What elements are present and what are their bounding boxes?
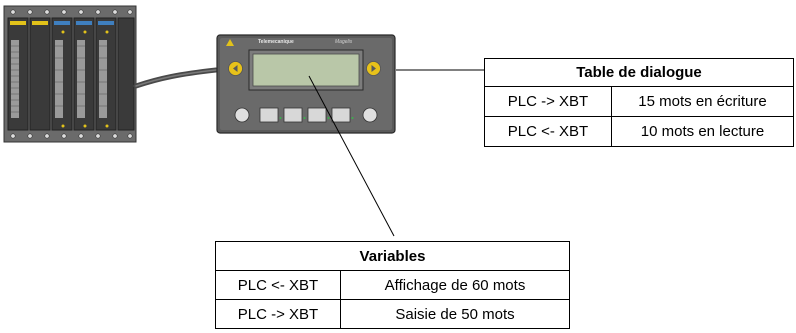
- value-cell: Saisie de 50 mots: [340, 299, 570, 329]
- function-key-3: [307, 107, 327, 123]
- table-row: PLC <- XBT Affichage de 60 mots: [215, 270, 570, 300]
- variables-table-title: Variables: [215, 241, 570, 271]
- hmi-brand-label: Telemecanique: [258, 39, 294, 45]
- value-cell: 10 mots en lecture: [611, 116, 794, 147]
- hmi-terminal: [216, 34, 396, 134]
- round-key-right: [362, 107, 378, 123]
- function-key-2: [283, 107, 303, 123]
- table-row: PLC -> XBT 15 mots en écriture: [484, 86, 794, 117]
- dialogue-table: Table de dialogue PLC -> XBT 15 mots en …: [484, 58, 794, 147]
- value-cell: Affichage de 60 mots: [340, 270, 570, 300]
- right-arrow-icon[interactable]: [366, 61, 381, 76]
- table-row: PLC -> XBT Saisie de 50 mots: [215, 299, 570, 329]
- direction-cell: PLC -> XBT: [484, 86, 612, 117]
- dialogue-table-title: Table de dialogue: [484, 58, 794, 87]
- direction-cell: PLC <- XBT: [484, 116, 612, 147]
- direction-cell: PLC -> XBT: [215, 299, 341, 329]
- function-key-1: [259, 107, 279, 123]
- hmi-model-label: Magelis: [335, 39, 353, 45]
- hmi-keypad: [234, 107, 378, 123]
- round-key-left: [234, 107, 250, 123]
- direction-cell: PLC <- XBT: [215, 270, 341, 300]
- table-row: PLC <- XBT 10 mots en lecture: [484, 116, 794, 147]
- function-key-4: [331, 107, 351, 123]
- plc-rack: [3, 5, 137, 143]
- variables-table: Variables PLC <- XBT Affichage de 60 mot…: [215, 241, 570, 329]
- value-cell: 15 mots en écriture: [611, 86, 794, 117]
- left-arrow-icon[interactable]: [228, 61, 243, 76]
